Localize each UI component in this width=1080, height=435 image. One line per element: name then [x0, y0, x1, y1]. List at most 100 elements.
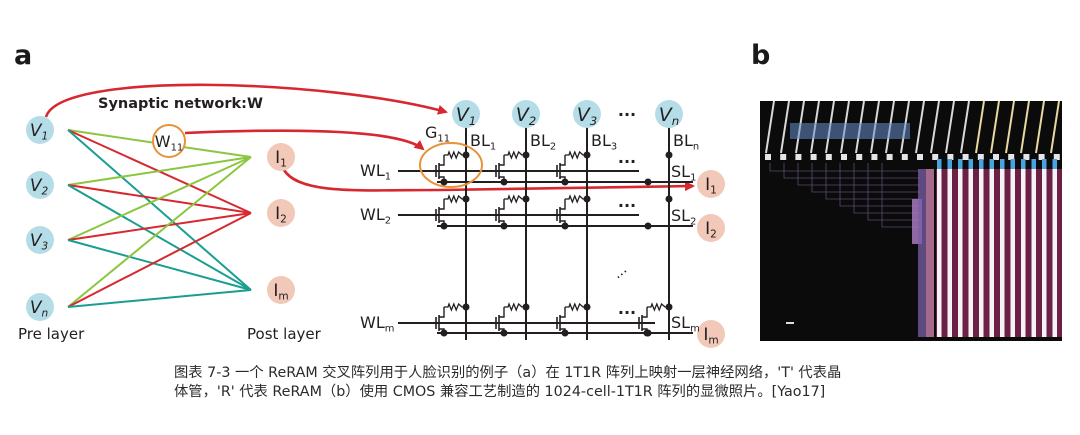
synapse-edge	[67, 239, 252, 291]
crossbar-output-label: Im	[703, 325, 718, 347]
junction-dot	[440, 329, 448, 337]
junction-dot	[561, 178, 569, 186]
post-layer-node	[267, 199, 295, 227]
bond-pad	[977, 154, 984, 160]
routing-trace	[811, 163, 920, 193]
resistor-reram	[444, 150, 466, 160]
resistor-reram	[504, 302, 526, 312]
bond-pad	[810, 154, 817, 160]
junction-dot	[583, 151, 591, 159]
pre-node-label: Vn	[30, 298, 48, 320]
crossbar-output-label: I1	[705, 175, 717, 197]
crossbar-input-label: V2	[516, 104, 537, 128]
crossbar-input-label: V1	[456, 104, 477, 128]
transistor-drain	[499, 199, 505, 210]
bond-pad	[780, 154, 787, 160]
resistor-reram	[565, 150, 587, 160]
synapse-edge	[67, 184, 252, 291]
figure-caption: 图表 7-3 一个 ReRAM 交叉阵列用于人脸识别的例子（a）在 1T1R 阵…	[174, 364, 1014, 402]
junction-dot	[440, 222, 448, 230]
panel-label-b: b	[751, 40, 771, 71]
routing-trace	[881, 163, 920, 228]
cell-1t1r	[495, 194, 530, 230]
bonding-wire	[1005, 100, 1015, 154]
junction-dot	[583, 303, 591, 311]
cell-1t1r	[556, 302, 591, 337]
transistor-drain	[642, 307, 648, 318]
mapping-arrows	[44, 83, 695, 192]
junction-dot	[644, 222, 652, 230]
junction-dot	[462, 195, 470, 203]
routing-trace	[867, 163, 920, 221]
junction-dot	[644, 178, 652, 186]
conductance-label: G11	[425, 123, 450, 145]
junction-dot	[440, 178, 448, 186]
cell-1t1r	[556, 150, 591, 186]
bond-pad	[1023, 154, 1030, 160]
junction-dot	[500, 222, 508, 230]
bond-pad	[947, 154, 954, 160]
bonding-wire	[1020, 100, 1030, 154]
routing-trace	[797, 163, 920, 186]
pre-layer-node	[26, 171, 54, 199]
routing-trace	[769, 163, 920, 172]
junction-dot	[561, 222, 569, 230]
cell-1t1r	[638, 302, 673, 337]
array-bitline-top	[1021, 159, 1026, 169]
caption-line-2: 体管，'R' 代表 ReRAM（b）使用 CMOS 兼容工艺制造的 1024-c…	[174, 384, 826, 400]
crossbar-input-node	[573, 100, 601, 128]
routing-trace	[853, 163, 920, 214]
array-bitline-top	[1010, 159, 1015, 169]
synapse-edge	[67, 289, 252, 308]
array-bitline	[968, 161, 973, 337]
crossbar-input-label: Vn	[659, 104, 679, 128]
pre-layer-node	[26, 226, 54, 254]
bit-line-label: BLn	[673, 131, 699, 153]
caption-line-1: 图表 7-3 一个 ReRAM 交叉阵列用于人脸识别的例子（a）在 1T1R 阵…	[174, 365, 842, 381]
junction-dot	[500, 178, 508, 186]
bonding-wire	[915, 100, 925, 154]
array-bitline	[958, 161, 963, 337]
crossbar-input-label: V3	[577, 104, 598, 128]
transistor-drain	[439, 199, 445, 210]
bonding-wire	[975, 100, 985, 154]
junction-dot	[522, 151, 530, 159]
junction-dot	[583, 195, 591, 203]
crossbar-array	[398, 127, 693, 340]
bonding-wire	[1050, 100, 1060, 154]
micrograph-image	[760, 100, 1062, 341]
pre-layer-node	[26, 293, 54, 321]
weight-node-label: W11	[155, 132, 183, 154]
synaptic-network-title: Synaptic network:W	[98, 96, 263, 112]
resistor-reram	[444, 302, 466, 312]
row-ellipsis: ···	[618, 196, 636, 215]
bit-line-label: BL3	[591, 131, 617, 153]
cell-1t1r	[556, 194, 591, 230]
post-node-label: I2	[275, 204, 287, 226]
junction-dot	[522, 195, 530, 203]
bond-pad	[993, 154, 999, 160]
array-bitline-top	[989, 159, 994, 169]
row-ellipsis: ···	[618, 303, 636, 322]
synapse-edge	[67, 212, 252, 308]
array-bitline	[1010, 161, 1015, 337]
array-bitline	[1000, 161, 1005, 337]
array-bitline-top	[1052, 159, 1057, 169]
pad-cluster	[790, 123, 910, 139]
routing-trace	[825, 163, 920, 200]
crossbar-output-node	[697, 170, 725, 198]
array-bitline-top	[1042, 159, 1047, 169]
column-ellipsis: ···	[618, 105, 636, 124]
array-bitline	[947, 161, 952, 337]
post-node-label: Im	[273, 281, 288, 303]
cell-highlight-ellipse	[419, 142, 483, 188]
cell-1t1r	[435, 302, 470, 337]
word-line-label: WLm	[360, 313, 394, 335]
bonding-wire	[990, 100, 1000, 154]
junction-dot	[665, 303, 673, 311]
transistor-drain	[560, 307, 566, 318]
bond-pad	[1008, 154, 1015, 160]
bonding-wire	[945, 100, 955, 154]
